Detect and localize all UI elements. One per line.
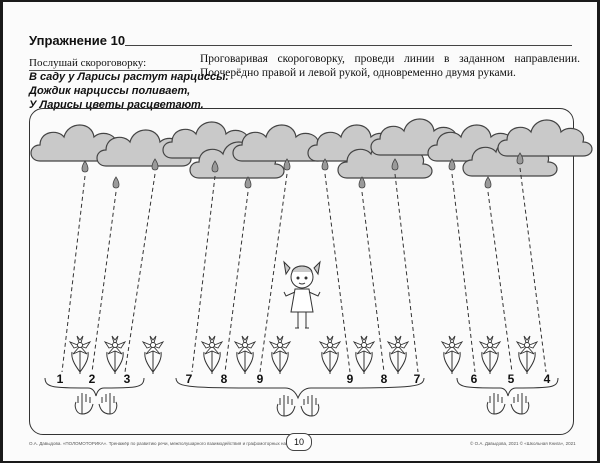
page-number: 10 xyxy=(286,433,312,451)
flower-icon xyxy=(269,335,291,375)
flower-icon xyxy=(516,335,538,375)
line-number: 7 xyxy=(413,372,421,386)
cloud-row xyxy=(30,118,593,179)
footer-left: О.А. Давыдова. «ПОЛОМОТОРИКА». Тренажёр … xyxy=(29,441,299,446)
flower-icon xyxy=(387,335,409,375)
line-number: 8 xyxy=(380,372,388,386)
footer-right: © О.А. Давыдова, 2021 © «Школьная Книга»… xyxy=(470,441,576,446)
rhyme-line-2: Дождик нарциссы поливает, xyxy=(29,85,191,97)
flower-icon xyxy=(479,335,501,375)
flower-icon xyxy=(353,335,375,375)
hands-icon xyxy=(74,392,118,415)
raindrop-icon xyxy=(358,176,366,189)
girl-illustration xyxy=(283,260,321,329)
flower-icon xyxy=(319,335,341,375)
flower-icon xyxy=(69,335,91,375)
line-number: 5 xyxy=(507,372,515,386)
exercise-title: Упражнение 10 xyxy=(29,33,126,48)
hands xyxy=(74,392,530,417)
line-number: 9 xyxy=(256,372,264,386)
line-number: 1 xyxy=(56,372,64,386)
worksheet-page xyxy=(3,2,597,461)
line-number: 7 xyxy=(185,372,193,386)
flower-icon xyxy=(441,335,463,375)
flower-icon xyxy=(142,335,164,375)
line-number: 8 xyxy=(220,372,228,386)
line-number: 6 xyxy=(470,372,478,386)
raindrop-icon xyxy=(112,176,120,189)
title-rule xyxy=(125,45,572,46)
flower-icon xyxy=(201,335,223,375)
line-number: 4 xyxy=(543,372,551,386)
group-braces xyxy=(44,377,559,400)
cloud-icon xyxy=(497,119,593,157)
listen-rule xyxy=(29,70,192,71)
flower-icon xyxy=(234,335,256,375)
line-number: 9 xyxy=(346,372,354,386)
flower-icon xyxy=(104,335,126,375)
raindrop-icon xyxy=(81,160,89,173)
line-number: 3 xyxy=(123,372,131,386)
hands-icon xyxy=(486,392,530,415)
dashed-guides xyxy=(61,167,547,373)
listen-label: Послушай скороговорку: xyxy=(29,57,147,69)
flowers xyxy=(69,335,538,375)
line-number: 2 xyxy=(88,372,96,386)
rhyme-line-1: В саду у Ларисы растут нарциссы. xyxy=(29,71,229,83)
raindrop-icon xyxy=(244,176,252,189)
raindrop-icon xyxy=(484,176,492,189)
instruction-text: Проговаривая скороговорку, проведи линии… xyxy=(200,53,580,79)
